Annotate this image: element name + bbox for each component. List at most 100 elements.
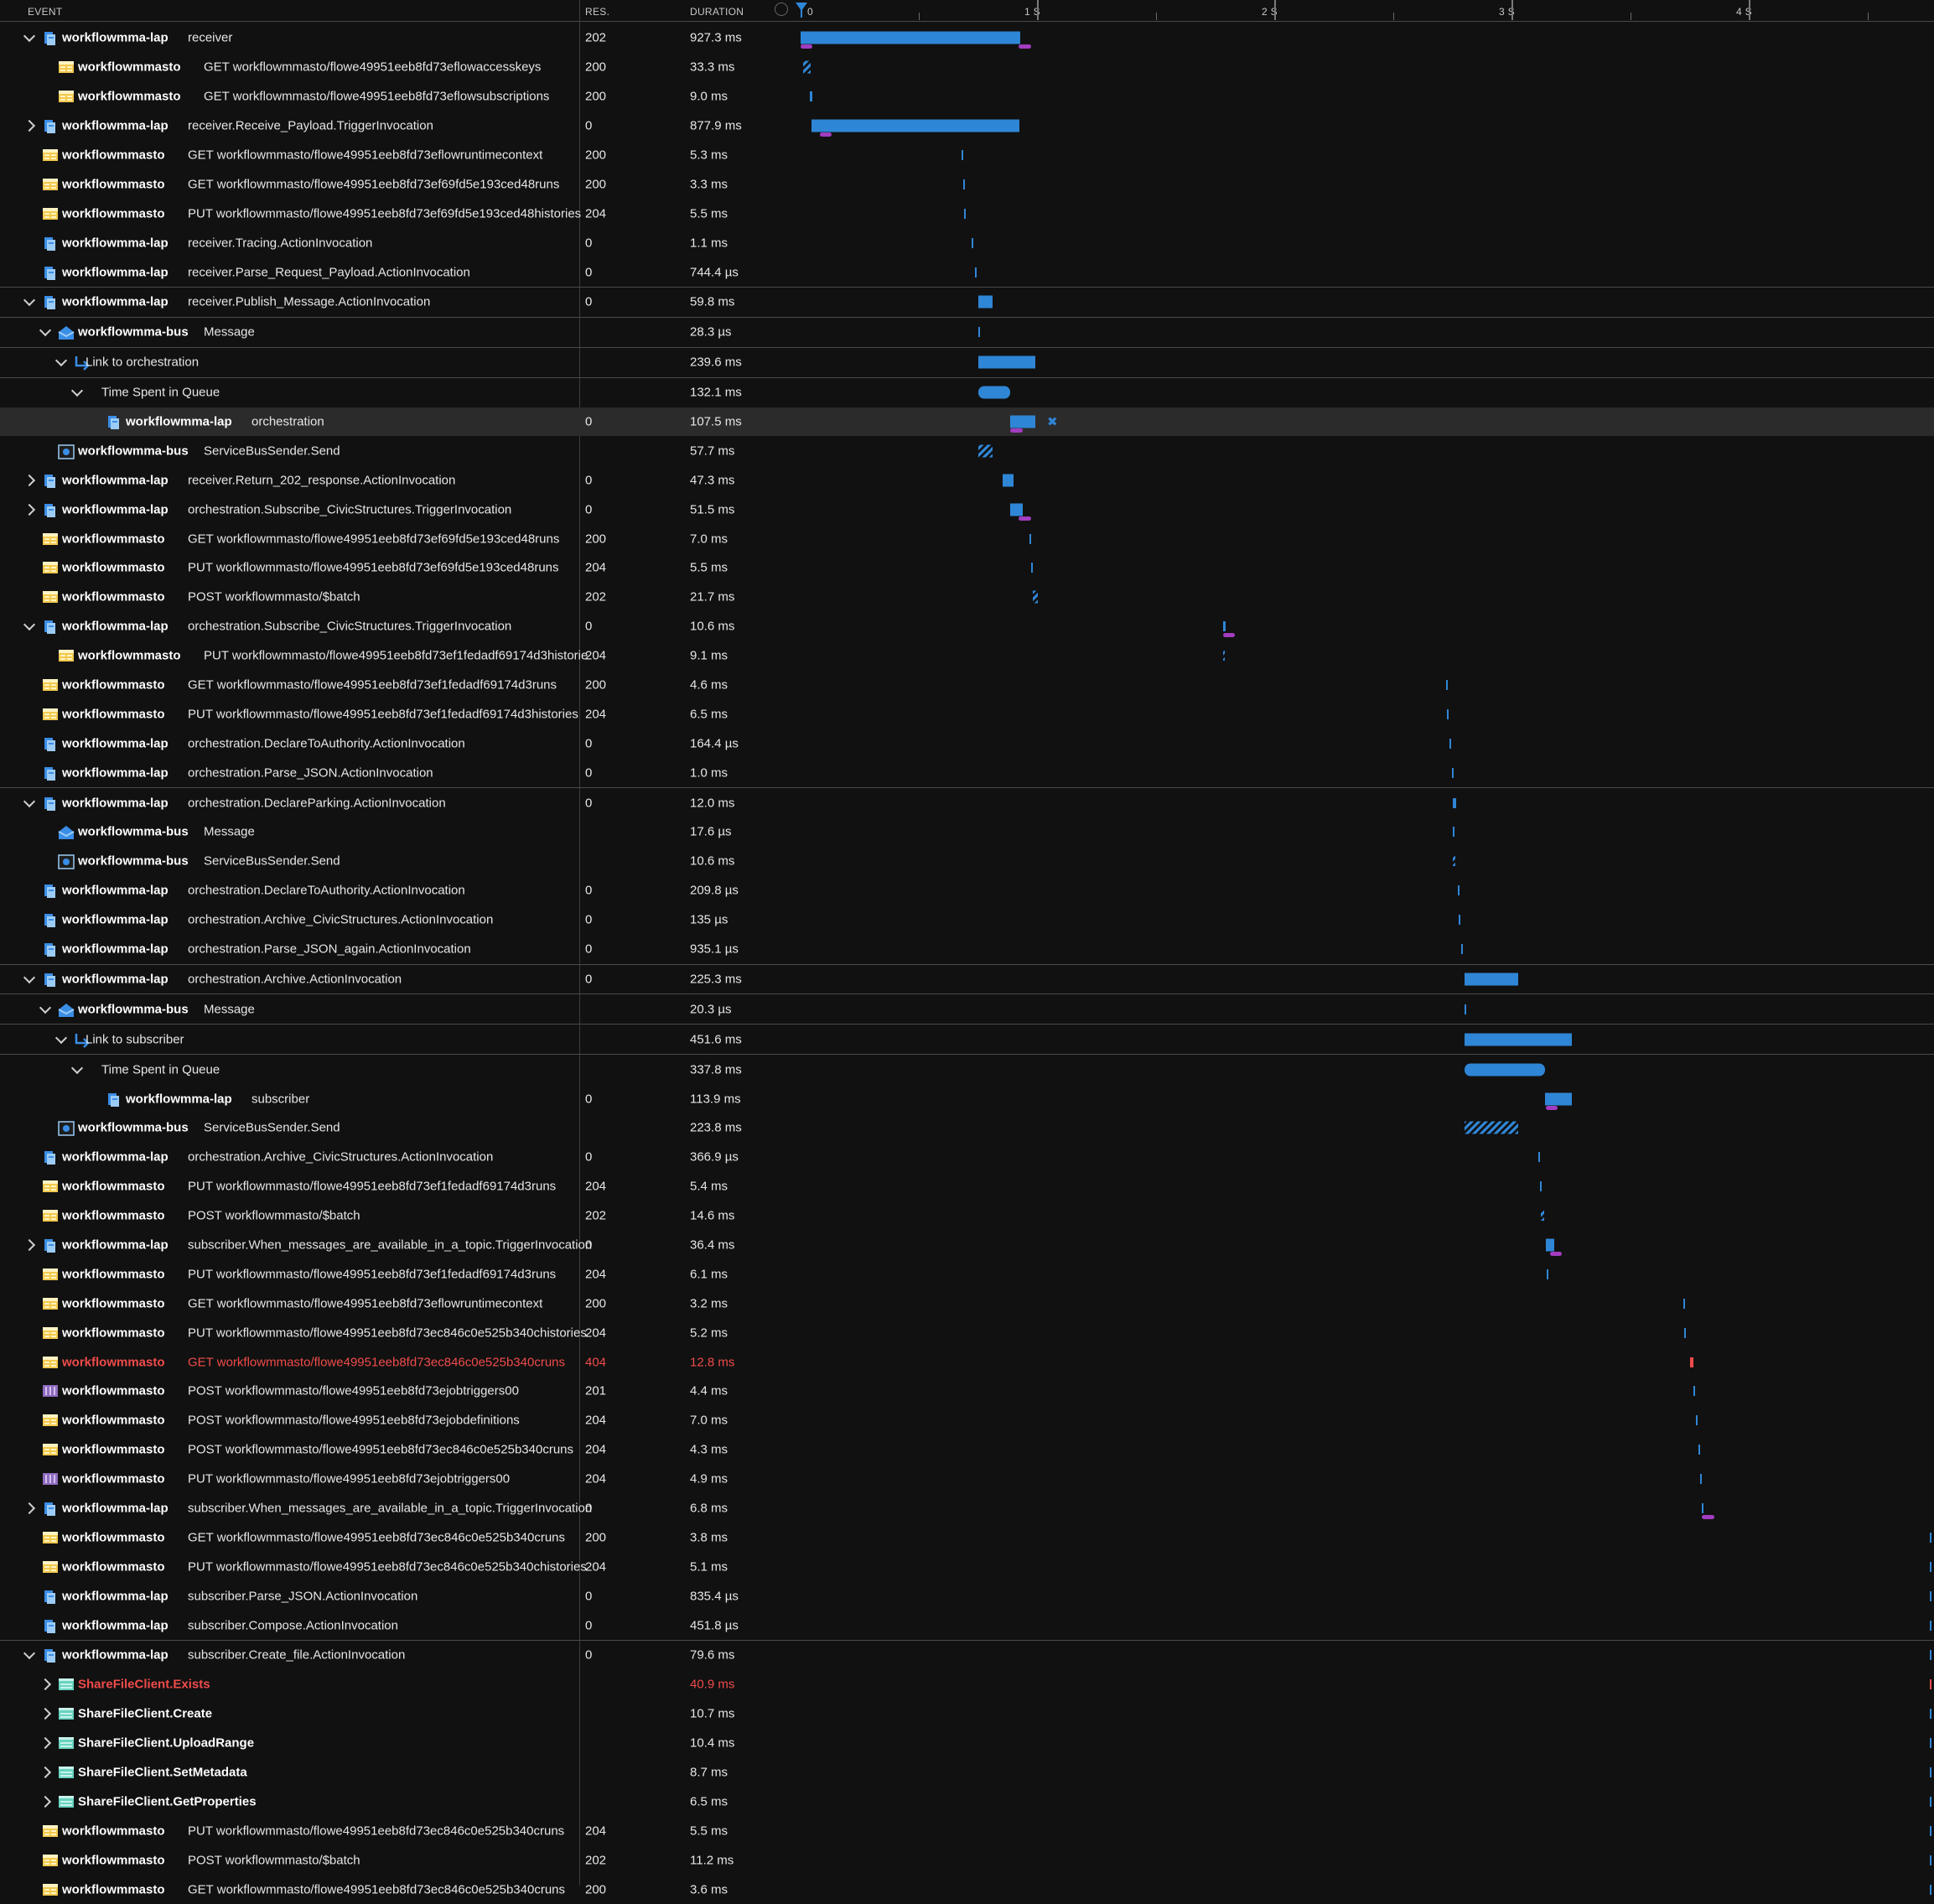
column-separator[interactable] <box>579 0 580 1886</box>
chevron-right-icon[interactable] <box>23 1502 36 1515</box>
timeline-bar[interactable] <box>1453 797 1456 808</box>
timeline-bar[interactable] <box>1690 1357 1693 1367</box>
timeline-reset-icon[interactable] <box>775 3 788 16</box>
timeline-cursor-icon[interactable] <box>795 1 808 18</box>
timeline-bar[interactable] <box>1547 1268 1549 1279</box>
timeline-bar[interactable] <box>1010 503 1024 516</box>
timeline-bar[interactable] <box>1684 1327 1687 1338</box>
chevron-down-icon[interactable] <box>70 385 84 397</box>
column-header-duration[interactable]: DURATION <box>690 6 744 18</box>
chevron-down-icon[interactable] <box>70 1061 84 1074</box>
chevron-down-icon[interactable] <box>54 355 68 367</box>
chevron-right-icon[interactable] <box>23 1238 36 1252</box>
timeline-bar[interactable] <box>802 60 811 74</box>
timeline-bar[interactable] <box>1545 1238 1554 1252</box>
timeline-bar[interactable] <box>962 179 965 189</box>
timeline-bar[interactable] <box>1453 827 1455 838</box>
timeline-bar[interactable] <box>978 355 1036 369</box>
chevron-right-icon[interactable] <box>39 1737 52 1750</box>
timeline-bar[interactable] <box>1930 1620 1931 1631</box>
timeline-bar[interactable] <box>1222 651 1226 661</box>
chevron-right-icon[interactable] <box>23 120 36 132</box>
timeline-bar[interactable] <box>1451 767 1454 778</box>
chevron-down-icon[interactable] <box>23 294 36 307</box>
chevron-down-icon[interactable] <box>23 619 36 631</box>
chevron-right-icon[interactable] <box>39 1795 52 1808</box>
timeline-bar[interactable] <box>801 31 1021 44</box>
timeline-bar[interactable] <box>1696 1415 1698 1426</box>
timeline-bar[interactable] <box>1683 1298 1685 1309</box>
timeline-bar[interactable] <box>975 267 977 278</box>
chevron-down-icon[interactable] <box>39 1001 52 1014</box>
timeline-bar[interactable] <box>1930 1884 1931 1895</box>
timeline-bar[interactable] <box>1465 1033 1573 1046</box>
timeline-bar[interactable] <box>1445 680 1448 691</box>
chevron-right-icon[interactable] <box>39 1708 52 1720</box>
timeline-bar[interactable] <box>1930 1679 1931 1690</box>
chevron-right-icon[interactable] <box>39 1766 52 1779</box>
timeline-bar[interactable] <box>1465 1004 1467 1014</box>
timeline-bar[interactable] <box>1540 1211 1545 1222</box>
timeline-bar[interactable] <box>1465 973 1519 986</box>
timeline-bar[interactable] <box>1465 1121 1518 1134</box>
timeline-bar[interactable] <box>1930 1767 1931 1777</box>
timeline-bar[interactable] <box>1930 1855 1931 1865</box>
timeline-bar[interactable] <box>1930 1650 1931 1661</box>
timeline-bar[interactable] <box>1461 944 1464 955</box>
timeline-bar[interactable] <box>1930 1590 1931 1601</box>
timeline-bar[interactable] <box>1538 1152 1541 1163</box>
timeline-bar[interactable] <box>1222 621 1226 632</box>
collapse-arrows-icon[interactable]: ✖ <box>1047 415 1058 430</box>
timeline-bar[interactable] <box>1699 1474 1702 1485</box>
chevron-down-icon[interactable] <box>23 795 36 807</box>
timeline-bar[interactable] <box>1693 1386 1696 1397</box>
timeline-bar[interactable] <box>1930 1561 1931 1572</box>
chevron-down-icon[interactable] <box>39 324 52 337</box>
timeline-bar[interactable] <box>1033 590 1039 604</box>
timeline-bar[interactable] <box>1031 563 1034 573</box>
